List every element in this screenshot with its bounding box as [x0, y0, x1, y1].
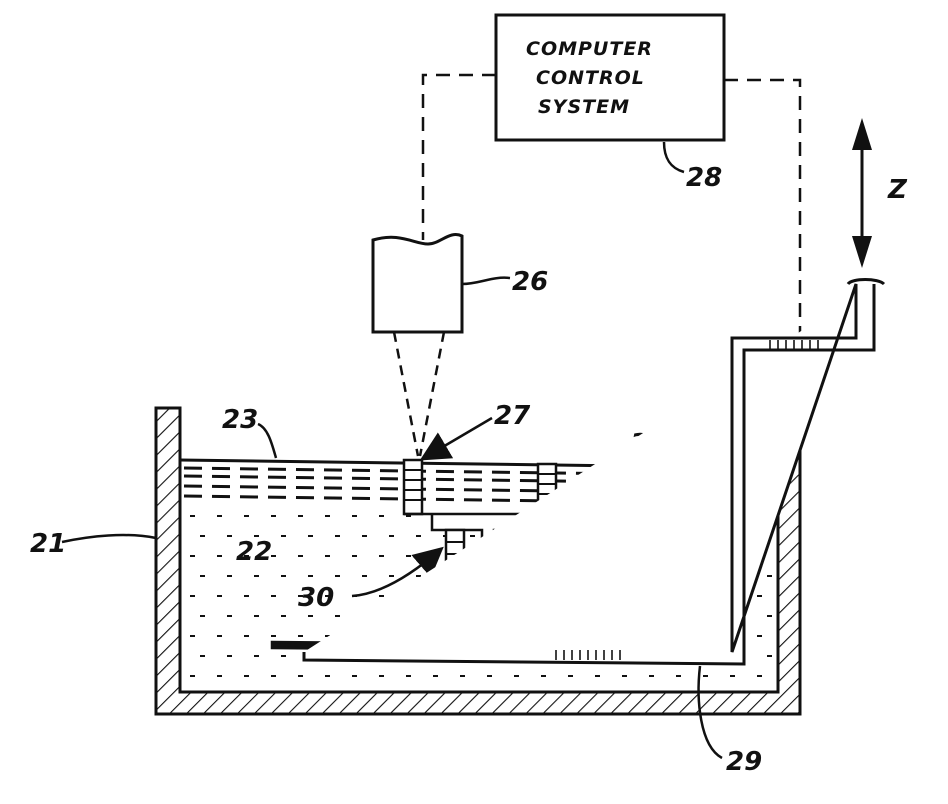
control-connections	[421, 73, 802, 338]
arm-threads	[555, 340, 819, 660]
vat-leader	[61, 533, 157, 544]
surface-ref-label: 23	[222, 405, 258, 435]
z-axis-label: Z	[887, 175, 908, 205]
beam-point-leader	[419, 416, 493, 461]
light-source-leader	[461, 276, 511, 286]
control-line-to-elevator	[724, 78, 802, 338]
object-ref-label: 30	[298, 583, 334, 613]
computer-box	[494, 13, 726, 142]
computer-box-line-3: SYSTEM	[538, 96, 630, 118]
computer-box-line-1: COMPUTER	[526, 38, 653, 60]
control-line-to-laser	[421, 73, 496, 240]
beam-right-edge	[418, 331, 446, 457]
fluid-ref-label: 22	[236, 537, 272, 567]
surface-leader	[257, 422, 278, 459]
platform-leader	[697, 665, 723, 760]
computer-box-line-2: CONTROL	[536, 67, 645, 89]
light-source-body	[371, 233, 464, 334]
vat-ref-label: 21	[30, 529, 66, 559]
platform-arm-outline	[302, 283, 876, 666]
rod-cap	[846, 278, 886, 286]
beam-left-edge	[392, 331, 420, 457]
z-axis: Z	[852, 118, 908, 268]
computer-leader-line	[662, 141, 685, 174]
platform-ref-label: 29	[726, 747, 762, 777]
elevator-platform: 29	[270, 278, 886, 777]
light-source: 26 27	[371, 233, 548, 461]
computer-control-system: COMPUTER CONTROL SYSTEM 28	[494, 13, 726, 193]
object-leader	[351, 546, 444, 598]
light-source-ref-label: 26	[512, 267, 548, 297]
beam-point-ref-label: 27	[494, 401, 531, 431]
computer-ref-label: 28	[686, 163, 722, 193]
